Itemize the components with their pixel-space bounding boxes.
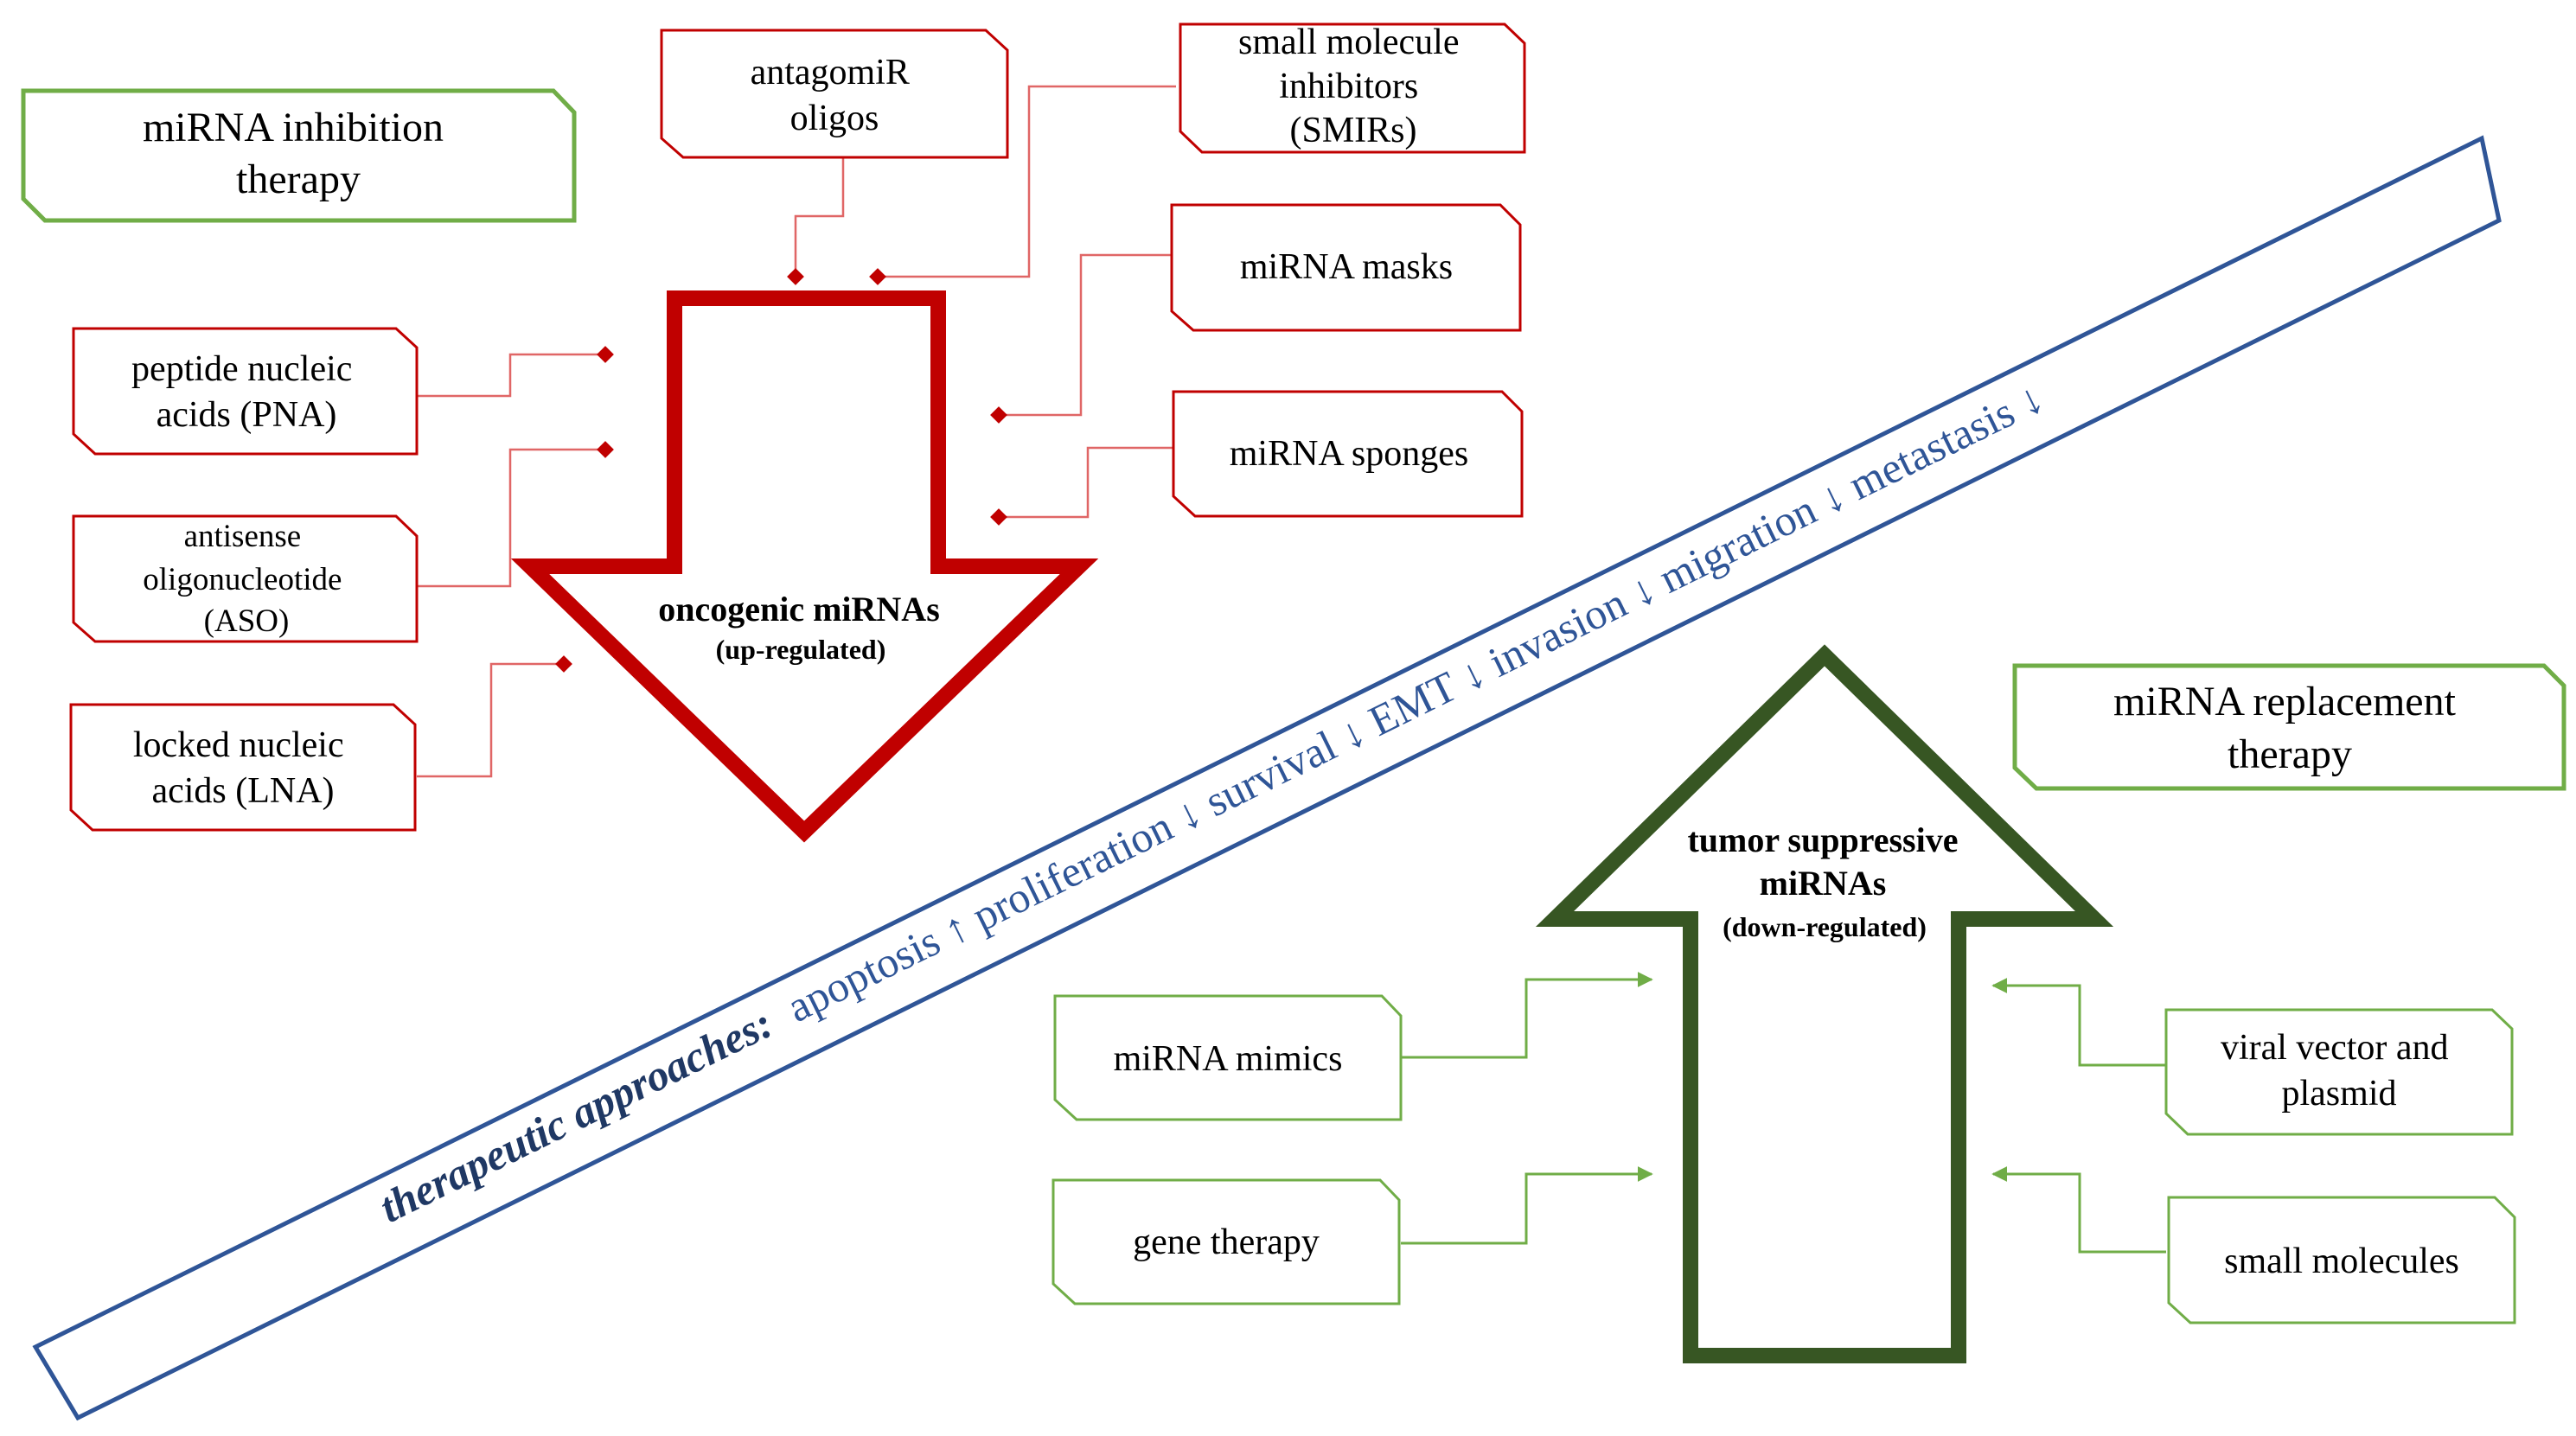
box-small: small molecules — [2167, 1196, 2516, 1324]
box-mimics-shape — [1053, 994, 1403, 1121]
svg-text:miRNA replacement therap: miRNA replacement therapy — [2113, 679, 2466, 777]
connector-dot — [990, 406, 1007, 424]
box-masks: miRNA masks — [1170, 203, 1522, 332]
aso-line-3: (ASO) — [204, 603, 290, 639]
box-gene: gene therapy — [1051, 1178, 1401, 1305]
down-arrow-shape — [510, 290, 1099, 843]
box-aso: antisense oligonucleotide (ASO) — [72, 514, 419, 643]
replacement-title-line-2: therapy — [2228, 731, 2352, 777]
small-line-1: small molecules — [2224, 1241, 2459, 1281]
connector-antagomir — [794, 157, 845, 277]
svg-text:small molecule inhibitor: small molecule inhibitors (SMIRs) — [1238, 22, 1468, 150]
svg-text:peptide nucleic acids (P: peptide nucleic acids (PNA) — [131, 349, 361, 435]
inhibition-title-box: miRNA inhibition therapy — [21, 88, 577, 223]
connector-mimics — [1401, 972, 1653, 1059]
inhibition-title-shape — [21, 88, 577, 223]
inhibition-connectors — [417, 85, 1176, 778]
replacement-connectors — [1401, 972, 2166, 1254]
band-lead: therapeutic approaches: — [372, 998, 780, 1231]
antagomir-line-1: antagomiR — [751, 53, 910, 93]
pna-line-1: peptide nucleic — [131, 349, 352, 389]
box-antagomir-shape — [660, 29, 1009, 159]
svg-text:antagomiR oligos: antagomiR oligos — [751, 53, 919, 138]
box-pna-shape — [72, 327, 419, 456]
tumor-arrow-sub: (down-regulated) — [1723, 911, 1927, 942]
box-viral-shape — [2164, 1008, 2514, 1136]
up-arrow-shape — [1535, 644, 2114, 1363]
box-pna: peptide nucleic acids (PNA) — [72, 327, 419, 456]
oncogenic-arrow-sub: (up-regulated) — [716, 634, 886, 665]
mimics-line-1: miRNA mimics — [1114, 1039, 1343, 1079]
svg-text:gene therapy: gene therapy — [1133, 1222, 1320, 1262]
connector-dot — [597, 346, 614, 363]
svg-text:oncogenic miRNAs (up-reg: oncogenic miRNAs (up-regulated) — [658, 590, 943, 665]
box-small-shape — [2167, 1196, 2516, 1324]
tumor-arrow-label-1: tumor suppressive — [1687, 820, 1958, 859]
aso-line-1: antisense — [184, 519, 302, 554]
inhibition-title-line-1: miRNA inhibition — [143, 105, 444, 150]
svg-text:tumor suppressive miRNAs: tumor suppressive miRNAs (down-regulated… — [1687, 820, 1961, 942]
tumor-arrow-label-2: miRNAs — [1760, 864, 1887, 903]
connector-sponges — [999, 446, 1173, 519]
box-lna-shape — [69, 703, 417, 832]
connector-dot — [555, 655, 572, 673]
box-masks-shape — [1170, 203, 1522, 332]
viral-line-1: viral vector and — [2221, 1028, 2449, 1068]
pna-line-2: acids (PNA) — [157, 395, 337, 435]
connector-dot — [597, 441, 614, 458]
box-mimics: miRNA mimics — [1053, 994, 1403, 1121]
sponges-line-1: miRNA sponges — [1230, 434, 1469, 474]
smir-line-1: small molecule — [1238, 22, 1459, 62]
box-aso-shape — [72, 514, 419, 643]
masks-line-1: miRNA masks — [1240, 247, 1453, 287]
svg-text:miRNA mimics: miRNA mimics — [1114, 1039, 1343, 1079]
smir-line-3: (SMIRs) — [1289, 111, 1416, 150]
box-gene-shape — [1051, 1178, 1401, 1305]
box-sponges-shape — [1172, 390, 1524, 518]
connector-dot — [787, 268, 804, 285]
box-antagomir: antagomiR oligos — [660, 29, 1009, 159]
replacement-title-box: miRNA replacement therapy — [2012, 663, 2566, 791]
oncogenic-mirnas-arrow: oncogenic miRNAs (up-regulated) — [510, 290, 1099, 843]
svg-text:viral vector and plasmid: viral vector and plasmid — [2221, 1028, 2458, 1114]
connector-masks — [999, 253, 1172, 417]
svg-text:miRNA inhibition therapy: miRNA inhibition therapy — [143, 105, 454, 202]
svg-text:antisense oligonucleotid: antisense oligonucleotide (ASO) — [143, 519, 349, 639]
oncogenic-arrow-label: oncogenic miRNAs — [658, 590, 940, 629]
svg-text:locked nucleic acids (LN: locked nucleic acids (LNA) — [133, 725, 353, 811]
box-smir-shape — [1179, 22, 1526, 154]
connector-aso — [417, 448, 605, 588]
inhibition-connector-dots — [555, 268, 1007, 673]
box-sponges: miRNA sponges — [1172, 390, 1524, 518]
connector-gene — [1401, 1166, 1653, 1245]
svg-text:miRNA sponges: miRNA sponges — [1230, 434, 1469, 474]
smir-line-2: inhibitors — [1279, 67, 1418, 106]
box-lna: locked nucleic acids (LNA) — [69, 703, 417, 832]
tumor-suppressive-arrow: tumor suppressive miRNAs (down-regulated… — [1535, 644, 2114, 1363]
inhibition-title-line-2: therapy — [236, 156, 361, 202]
lna-line-2: acids (LNA) — [151, 771, 334, 811]
connector-lna — [417, 662, 564, 778]
band-shape — [32, 135, 2502, 1421]
lna-line-1: locked nucleic — [133, 725, 344, 765]
replacement-title-shape — [2012, 663, 2566, 791]
viral-line-2: plasmid — [2282, 1074, 2397, 1114]
connector-pna — [417, 353, 605, 398]
gene-line-1: gene therapy — [1133, 1222, 1320, 1262]
antagomir-line-2: oligos — [790, 99, 879, 138]
box-viral: viral vector and plasmid — [2164, 1008, 2514, 1136]
connector-dot — [990, 508, 1007, 526]
aso-line-2: oligonucleotide — [143, 562, 342, 597]
connector-dot — [869, 268, 886, 285]
svg-text:small molecules: small molecules — [2224, 1241, 2459, 1281]
connector-viral — [1991, 978, 2166, 1067]
svg-text:miRNA masks: miRNA masks — [1240, 247, 1453, 287]
connector-small — [1991, 1166, 2166, 1254]
box-smir: small molecule inhibitors (SMIRs) — [1179, 22, 1526, 154]
replacement-title-line-1: miRNA replacement — [2113, 679, 2457, 724]
connector-smir — [878, 85, 1176, 278]
